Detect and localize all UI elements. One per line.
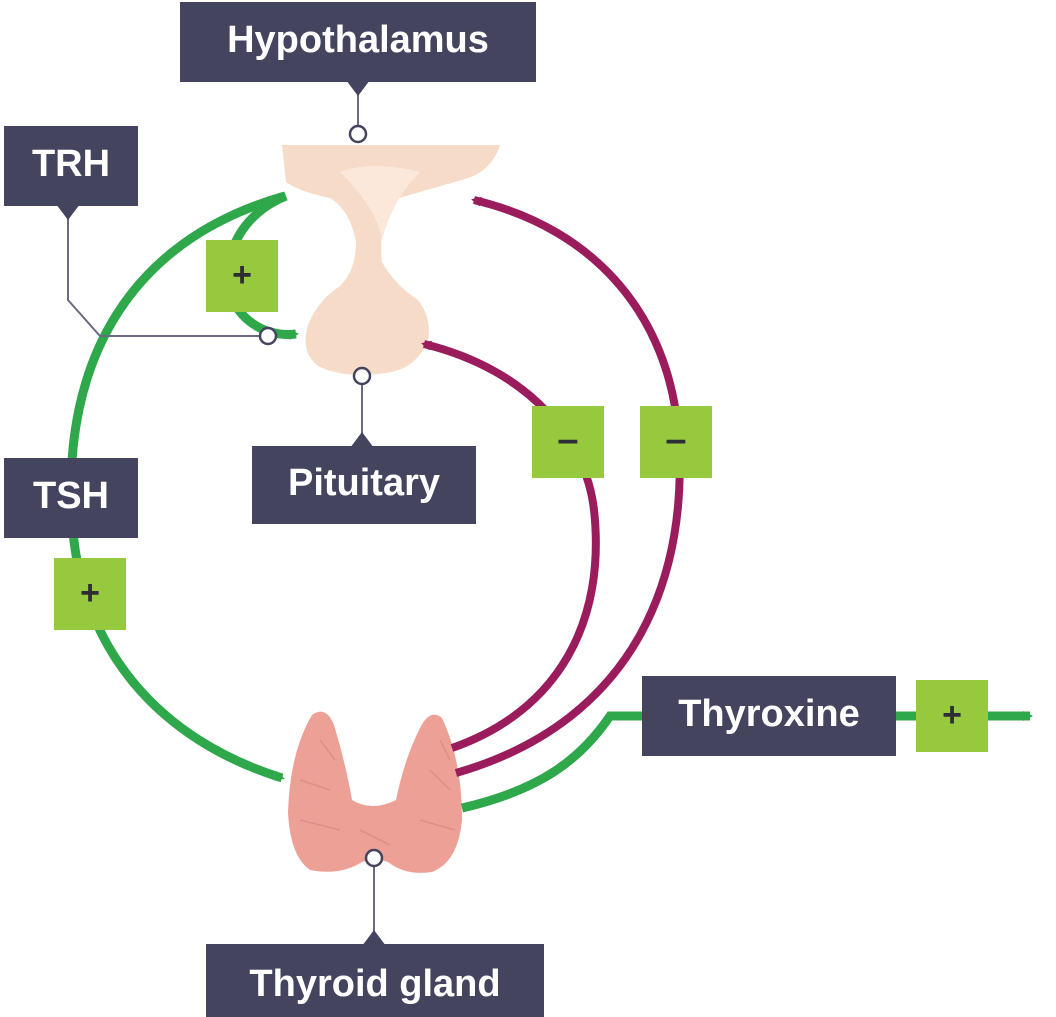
sign-feedback-pituitary: –	[532, 406, 604, 478]
sign-feedback-pituitary-text: –	[557, 419, 578, 461]
sign-thyroxine-effect: +	[916, 680, 988, 752]
label-hypothalamus: Hypothalamus	[180, 2, 536, 96]
sign-thyroxine-effect-text: +	[942, 696, 962, 734]
thyroid-gland-shape	[288, 711, 462, 873]
label-trh: TRH	[4, 126, 138, 220]
label-tsh: TSH	[4, 458, 138, 538]
label-hypothalamus-text: Hypothalamus	[227, 19, 489, 61]
sign-trh-effect: +	[206, 240, 278, 312]
label-thyroid-gland-text: Thyroid gland	[249, 963, 500, 1005]
leader-lines	[67, 82, 384, 944]
hypothalamus-marker	[348, 124, 368, 144]
label-pituitary-text: Pituitary	[288, 462, 440, 504]
feedback-arrow-pituitary	[421, 340, 600, 752]
thyroxine-output-line	[460, 711, 1033, 813]
sign-feedback-hypothalamus: –	[640, 406, 712, 478]
label-thyroxine: Thyroxine	[642, 676, 896, 756]
sign-trh-effect-text: +	[232, 256, 252, 294]
hypothalamus-pituitary-shape	[282, 145, 500, 375]
label-thyroxine-text: Thyroxine	[678, 693, 860, 735]
sign-tsh-effect-text: +	[80, 574, 100, 612]
sign-feedback-hypothalamus-text: –	[665, 419, 686, 461]
label-tsh-text: TSH	[33, 475, 109, 517]
label-pituitary: Pituitary	[252, 432, 476, 524]
pituitary-marker	[352, 366, 372, 386]
label-thyroid-gland: Thyroid gland	[206, 930, 544, 1017]
thyroid-marker	[364, 848, 384, 868]
sign-tsh-effect: +	[54, 558, 126, 630]
label-trh-text: TRH	[32, 143, 110, 185]
trh-marker	[258, 326, 278, 346]
